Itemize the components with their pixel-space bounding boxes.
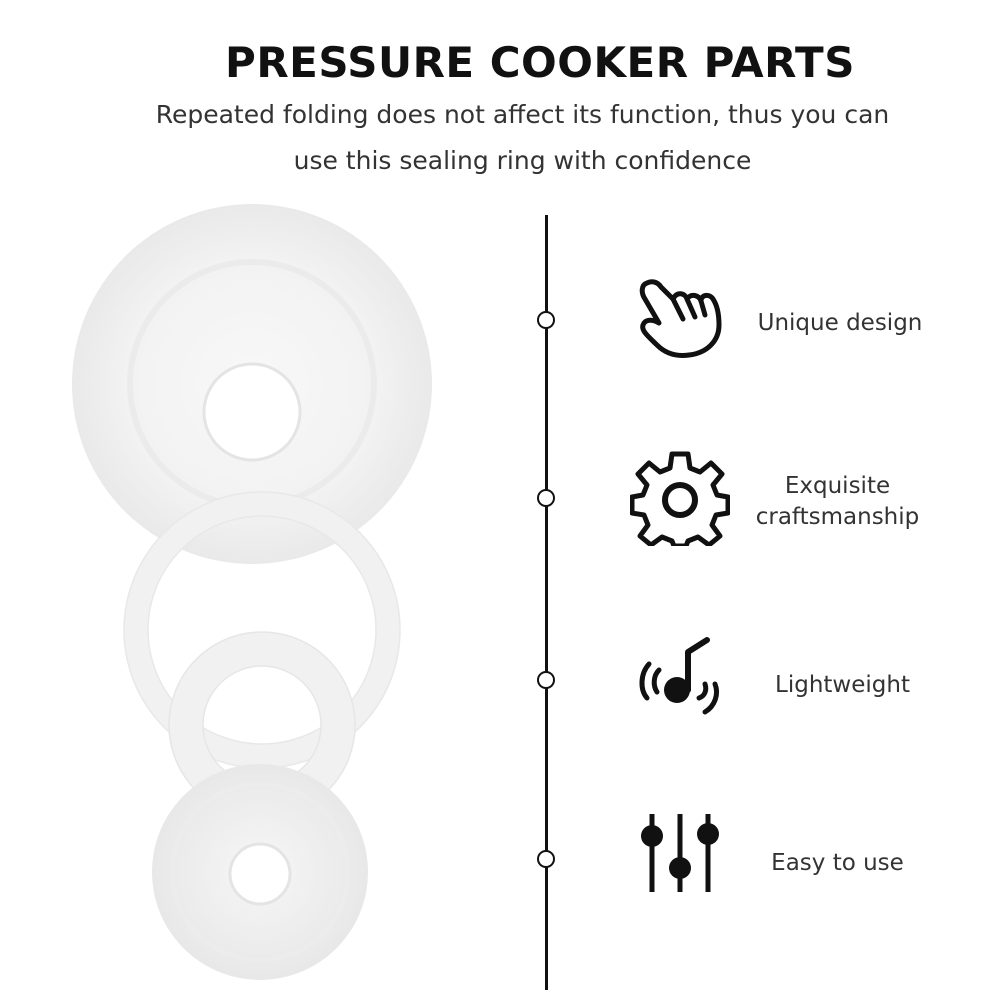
hand-pointer-icon: [639, 279, 722, 358]
timeline-line: [545, 215, 548, 990]
timeline-node: [537, 850, 555, 868]
timeline-node: [537, 489, 555, 507]
timeline-node: [537, 311, 555, 329]
feature-label-exquisite-craftsmanship: Exquisite craftsmanship: [755, 473, 920, 530]
sealing-rings-image: [72, 204, 432, 980]
feature-label-unique-design: Unique design: [757, 310, 923, 336]
music-note-icon: [639, 637, 720, 715]
feature-label-easy-to-use: Easy to use: [771, 850, 904, 876]
page-subtitle: Repeated folding does not affect its fun…: [155, 100, 890, 175]
sliders-icon: [641, 814, 719, 892]
gear-icon: [630, 451, 730, 546]
small-gasket: [152, 764, 368, 980]
timeline-node: [537, 671, 555, 689]
feature-label-lightweight: Lightweight: [775, 672, 910, 698]
large-gasket: [72, 204, 432, 564]
page-title: PRESSURE COOKER PARTS: [225, 38, 855, 87]
